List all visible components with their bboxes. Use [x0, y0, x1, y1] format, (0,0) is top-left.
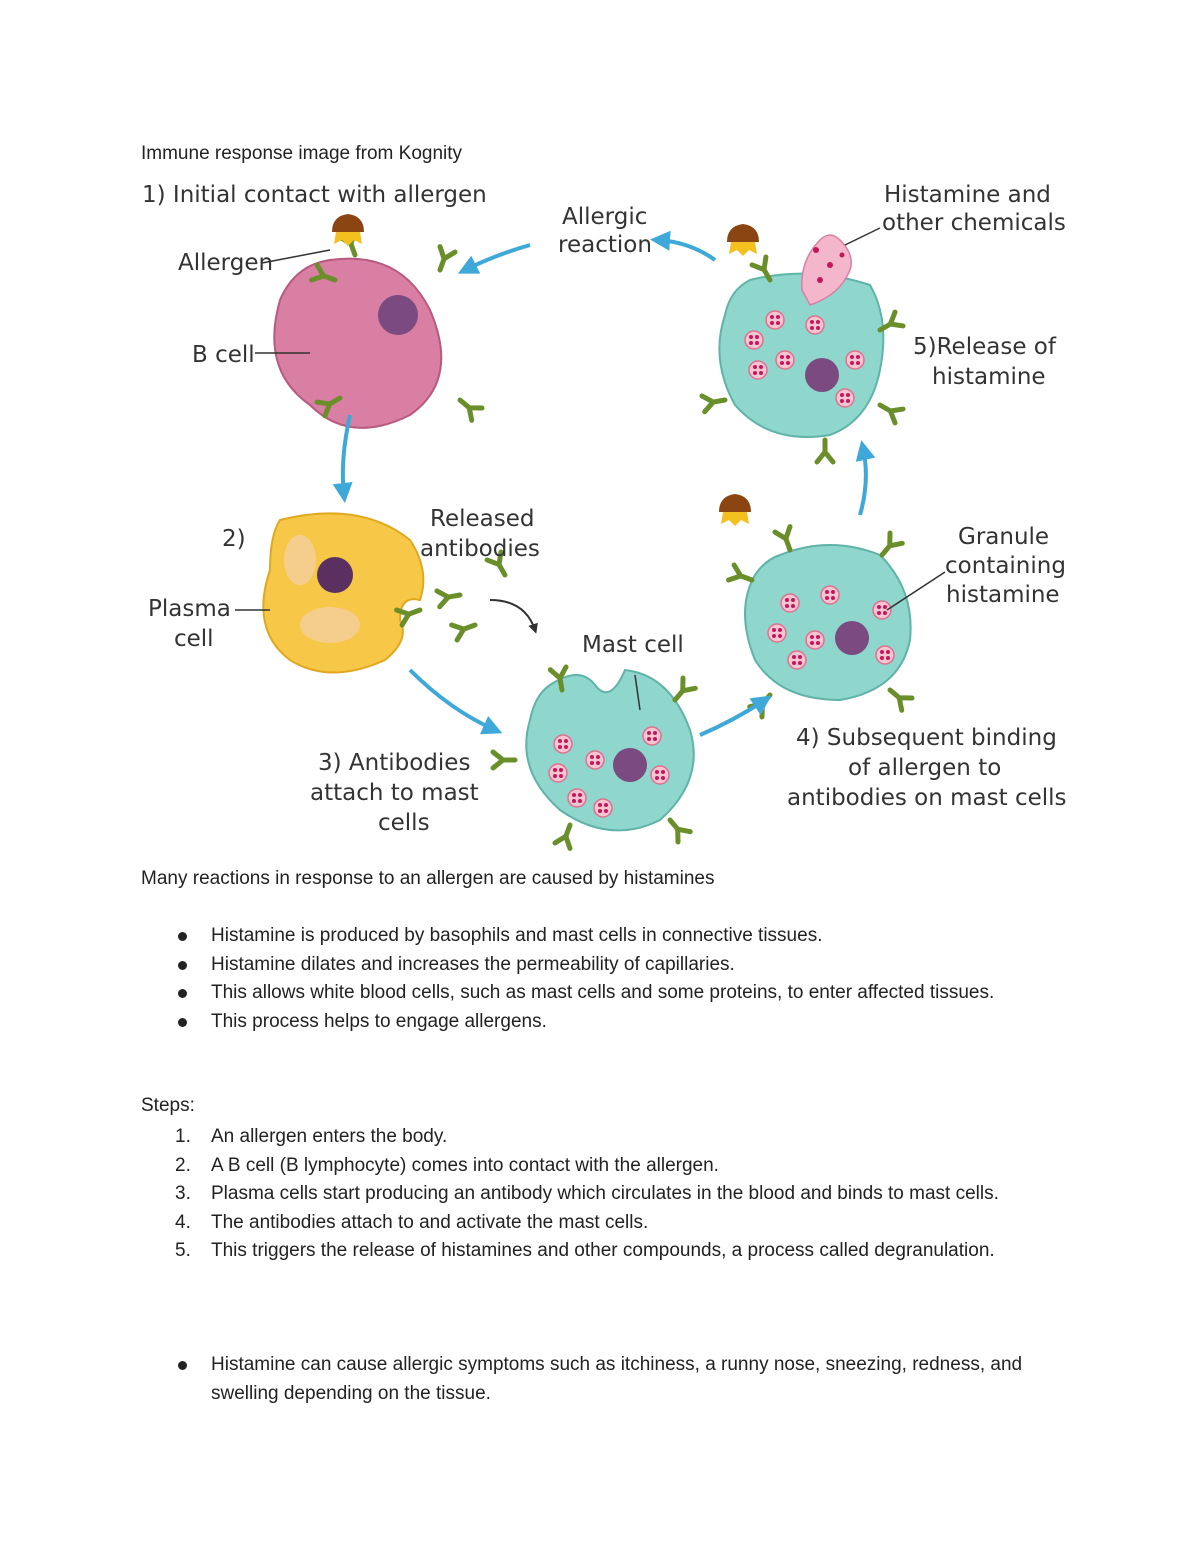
- steps-heading: Steps:: [141, 1095, 195, 1116]
- list-item: Histamine dilates and increases the perm…: [141, 951, 1081, 980]
- list-item: 5. This triggers the release of histamine…: [141, 1237, 1081, 1266]
- step3-label-1: 3) Antibodies: [318, 750, 470, 776]
- granule-label-2: containing: [945, 553, 1066, 579]
- step1-label: 1) Initial contact with allergen: [142, 182, 487, 208]
- image-caption: Immune response image from Kognity: [141, 143, 463, 164]
- list-item: 4. The antibodies attach to and activate …: [141, 1209, 1081, 1238]
- list-item: This allows white blood cells, such as m…: [141, 979, 1081, 1008]
- histamine-release-icon: [801, 234, 852, 306]
- bullet-text: Histamine dilates and increases the perm…: [211, 953, 735, 975]
- histamine-label-2: other chemicals: [882, 210, 1066, 236]
- step-number: 2.: [175, 1154, 191, 1176]
- list-item: 1. An allergen enters the body.: [141, 1123, 1081, 1152]
- plasma-cell: [262, 512, 425, 674]
- list-item: This process helps to engage allergens.: [141, 1008, 1081, 1037]
- b-cell-label: B cell: [192, 342, 255, 368]
- list-item: Histamine is produced by basophils and m…: [141, 922, 1081, 951]
- steps-list: 1. An allergen enters the body. 2. A B cel…: [141, 1123, 1081, 1266]
- list-item: Histamine can cause allergic symptoms su…: [141, 1351, 1081, 1408]
- step3-label-3: cells: [378, 810, 430, 836]
- mast-cell-step4: [729, 527, 912, 717]
- step-text: The antibodies attach to and activate th…: [211, 1211, 649, 1233]
- mast-cell-label: Mast cell: [582, 632, 684, 658]
- bullet-text: This process helps to engage allergens.: [211, 1010, 547, 1032]
- step-text: A B cell (B lymphocyte) comes into conta…: [211, 1154, 719, 1176]
- histamine-label-1: Histamine and: [884, 182, 1051, 208]
- step4-label-1: 4) Subsequent binding: [796, 725, 1057, 751]
- released-antibodies-label-1: Released: [430, 506, 534, 532]
- allergen-label: Allergen: [178, 250, 273, 276]
- list-item: 3. Plasma cells start producing an antibo…: [141, 1180, 1081, 1209]
- immune-response-diagram: 1) Initial contact with allergen Allerge…: [142, 182, 1067, 860]
- step2-label: 2): [222, 526, 246, 552]
- step-text: Plasma cells start producing an antibody…: [211, 1183, 999, 1204]
- bullet-icon: [178, 1017, 187, 1027]
- step-text: An allergen enters the body.: [211, 1126, 448, 1147]
- bullet-text: This allows white blood cells, such as m…: [211, 982, 995, 1003]
- allergen-icon: [332, 214, 364, 246]
- bullet-text: Histamine is produced by basophils and m…: [211, 925, 823, 946]
- step4-label-3: antibodies on mast cells: [787, 785, 1067, 811]
- step4-label-2: of allergen to: [848, 755, 1001, 781]
- mast-cell-step3: [493, 667, 695, 848]
- bullet-icon: [178, 932, 187, 941]
- granule-label-3: histamine: [946, 582, 1060, 608]
- release-label-2: histamine: [932, 364, 1046, 390]
- list-item: 2. A B cell (B lymphocyte) comes into con…: [141, 1152, 1081, 1181]
- step-text: This triggers the release of histamines …: [211, 1240, 995, 1261]
- release-label-1: 5)Release of: [913, 334, 1057, 360]
- step-number: 1.: [175, 1126, 191, 1147]
- step-number: 5.: [175, 1240, 191, 1261]
- bullet-icon: [178, 1361, 187, 1370]
- mast-cell-step5: [702, 257, 903, 462]
- granule-label-1: Granule: [958, 524, 1049, 550]
- b-cell: [273, 232, 482, 429]
- bullet-icon: [178, 960, 187, 970]
- allergic-reaction-label-2: reaction: [558, 232, 652, 258]
- step3-label-2: attach to mast: [310, 780, 479, 806]
- intro-paragraph: Many reactions in response to an allerge…: [141, 868, 715, 889]
- released-antibodies-label-2: antibodies: [420, 536, 540, 562]
- allergen-icon-step4: [719, 494, 751, 526]
- histamine-bullet-list: Histamine is produced by basophils and m…: [141, 922, 1081, 1036]
- bullet-text: Histamine can cause allergic symptoms su…: [211, 1354, 1023, 1404]
- symptoms-bullet-list: Histamine can cause allergic symptoms su…: [141, 1351, 1081, 1408]
- plasma-cell-label-1: Plasma: [148, 596, 231, 622]
- bullet-icon: [178, 989, 187, 998]
- step-number: 4.: [175, 1211, 191, 1233]
- plasma-cell-label-2: cell: [174, 626, 214, 652]
- allergic-reaction-label-1: Allergic: [562, 204, 647, 230]
- allergen-icon-step5: [727, 224, 759, 256]
- step-number: 3.: [175, 1183, 191, 1204]
